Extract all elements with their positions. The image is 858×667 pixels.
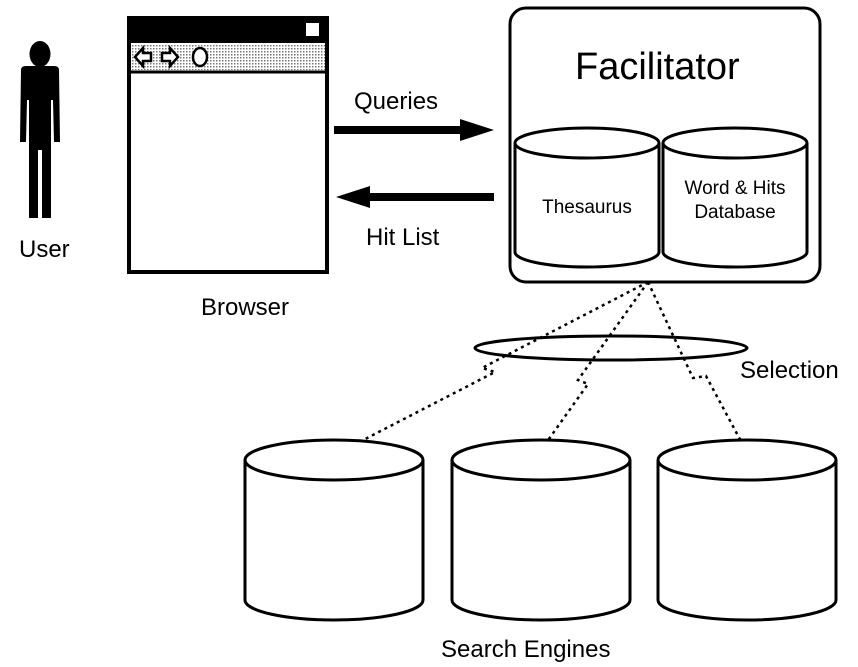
search-engine-cylinder-3 [656,438,838,622]
stop-icon [191,46,209,68]
back-arrow-icon [133,44,153,70]
window-close-box [306,23,319,36]
selection-ring [473,334,749,362]
thesaurus-cylinder [513,126,661,269]
queries-arrow [334,119,494,141]
search-engines-label: Search Engines [441,636,611,663]
thesaurus-label: Thesaurus [542,197,632,218]
database-label-line1: Word & Hits [684,178,786,199]
person-icon [20,41,60,218]
connection-line-middle [532,281,650,461]
browser-toolbar [131,44,325,70]
facilitator-title: Facilitator [575,46,740,88]
hitlist-label: Hit List [366,224,440,251]
connection-lines [339,280,752,461]
user-label: User [19,236,70,263]
browser-label: Browser [201,294,290,321]
queries-label: Queries [354,88,439,115]
search-engine-cylinder-1 [243,438,425,622]
hitlist-arrow [336,186,494,208]
connection-line-right [646,281,752,459]
search-engine-cylinder-2 [450,438,632,622]
browser-window [127,16,329,274]
forward-arrow-icon [160,44,180,70]
selection-label: Selection [740,357,839,384]
database-label-line2: Database [694,202,776,223]
connection-line-left [339,280,649,454]
database-cylinder [661,126,809,269]
